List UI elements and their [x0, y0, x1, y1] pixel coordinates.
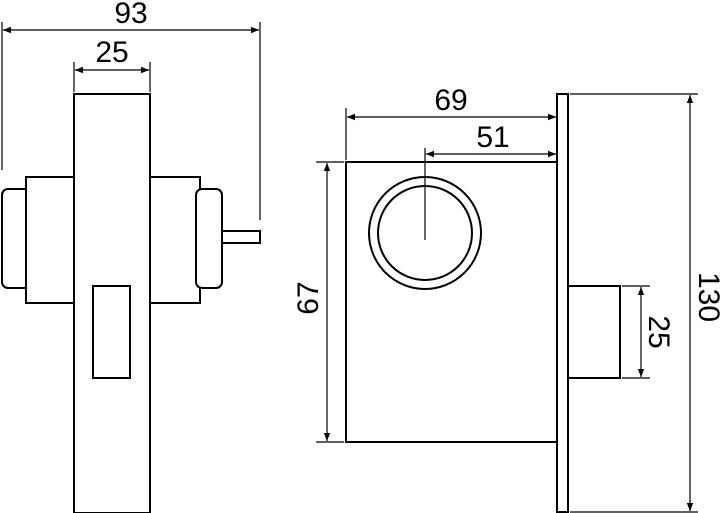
side-right-knob: [195, 188, 223, 289]
side-view: 93 25: [1, 0, 261, 513]
dim-label-25-front: 25: [642, 315, 675, 348]
side-bolt-window: [92, 285, 131, 379]
side-spindle: [221, 230, 261, 244]
front-faceplate: [556, 93, 569, 513]
dim-label-130: 130: [692, 272, 720, 322]
dim-label-25-side: 25: [95, 36, 128, 69]
front-bolt: [566, 285, 621, 379]
dim-label-93: 93: [114, 0, 147, 30]
dim-label-51: 51: [476, 121, 509, 154]
side-left-housing: [25, 176, 77, 304]
dim-label-67: 67: [292, 281, 325, 314]
front-view: 69 51 67 25 130: [292, 84, 720, 513]
side-right-housing: [147, 176, 201, 304]
dim-label-69: 69: [434, 84, 467, 117]
